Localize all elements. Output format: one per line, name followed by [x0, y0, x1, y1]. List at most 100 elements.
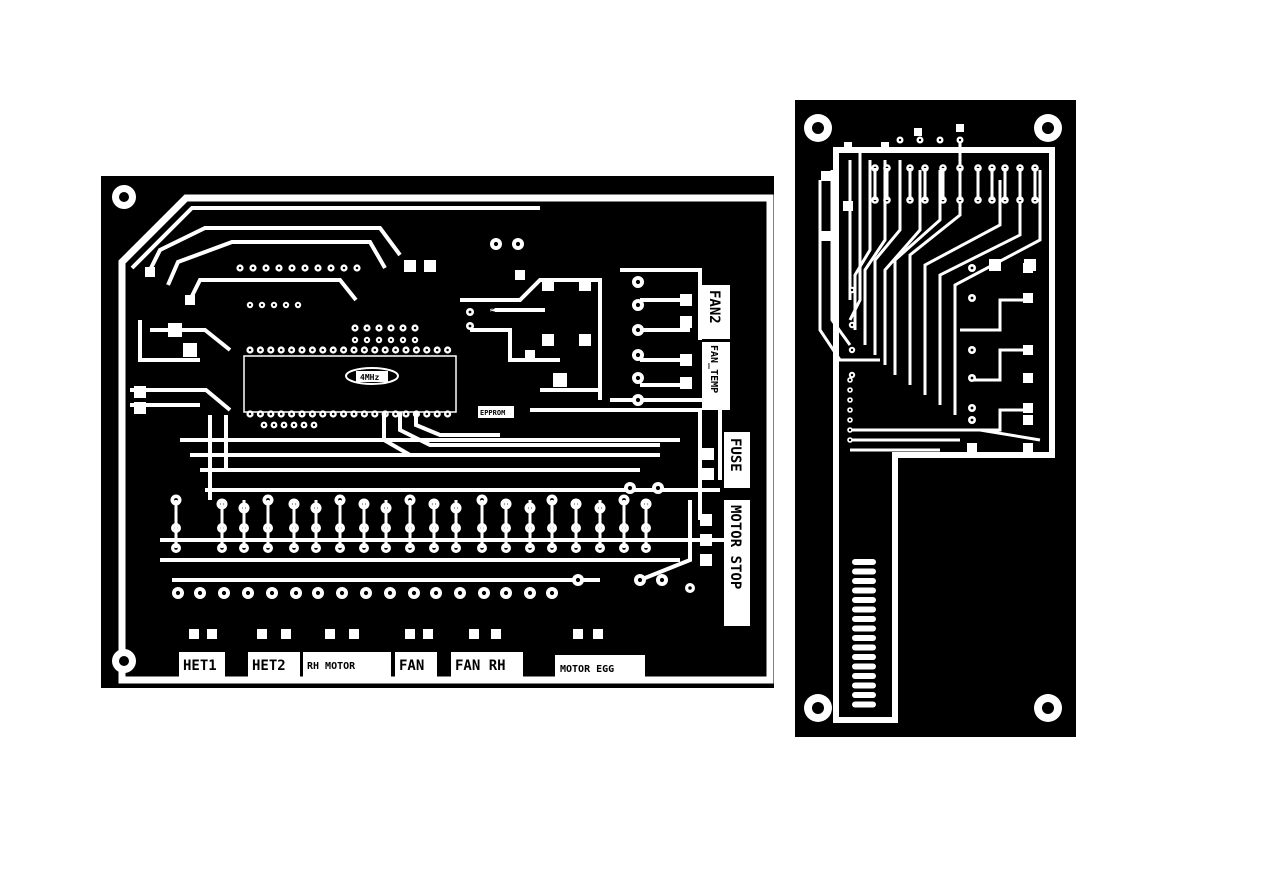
drill-hole: [850, 348, 854, 352]
connector-label-rh-motor: RH MOTOR: [307, 661, 356, 672]
drill-hole: [848, 428, 852, 432]
drill-hole: [389, 326, 393, 330]
drill-hole: [259, 412, 262, 416]
drill-hole: [251, 266, 255, 270]
drill-hole: [848, 408, 852, 412]
square-pad: [702, 448, 714, 460]
drill-hole: [248, 348, 252, 352]
drill-hole: [302, 423, 306, 427]
square-pad: [491, 629, 501, 639]
drill-hole: [342, 412, 345, 416]
drill-hole: [848, 398, 852, 402]
drill-hole: [387, 590, 393, 596]
display-board-phone: 01008599611: [984, 510, 1003, 616]
square-pad: [680, 294, 692, 306]
drill-hole: [938, 138, 942, 142]
drill-hole: [363, 348, 366, 352]
square-pad: [881, 142, 889, 150]
drill-hole: [279, 348, 283, 352]
mounting-hole: [1034, 694, 1062, 722]
drill-hole: [331, 412, 335, 416]
square-pad: [553, 373, 567, 387]
drill-hole: [850, 373, 854, 377]
drill-hole: [353, 338, 357, 342]
drill-hole: [248, 412, 252, 416]
drill-hole: [290, 348, 293, 352]
drill-hole: [446, 348, 449, 352]
square-pad: [573, 629, 583, 639]
lcd-pin-pad: [852, 578, 876, 584]
drill-hole: [339, 590, 345, 596]
drill-hole: [197, 590, 203, 596]
display-pads: [821, 124, 1039, 453]
drill-hole: [290, 412, 293, 416]
drill-hole: [311, 412, 314, 416]
board-phone: 01008599611: [568, 231, 654, 246]
header-pads: [134, 238, 591, 429]
drill-hole: [425, 348, 429, 352]
square-pad: [680, 377, 692, 389]
drill-hole: [970, 376, 974, 380]
connector-label-motor-stop: MOTOR STOP: [727, 505, 743, 589]
drill-hole: [970, 418, 974, 422]
drill-hole: [918, 138, 922, 142]
lcd-pin-pad: [852, 682, 876, 689]
mounting-hole: [804, 114, 832, 142]
square-pad: [404, 260, 416, 272]
drill-hole: [259, 348, 262, 352]
drill-hole: [269, 412, 273, 416]
square-pad: [680, 316, 692, 328]
display-traces: [818, 140, 1042, 452]
drill-hole: [970, 406, 974, 410]
square-pad: [145, 267, 155, 277]
square-pad: [579, 334, 591, 346]
drill-hole: [262, 423, 266, 427]
square-pad: [702, 468, 714, 480]
drill-hole: [394, 348, 397, 352]
drill-hole: [272, 303, 276, 307]
drill-hole: [848, 438, 852, 442]
drill-hole: [688, 586, 692, 590]
mounting-hole: [112, 185, 136, 209]
square-pad: [423, 629, 433, 639]
drill-hole: [413, 338, 417, 342]
lcd-pin-pad: [852, 625, 876, 632]
drill-hole: [850, 323, 854, 327]
drill-hole: [248, 303, 252, 307]
drill-hole: [394, 412, 397, 416]
square-pad: [424, 260, 436, 272]
drill-hole: [493, 241, 499, 247]
sensor-label-minus: -: [467, 292, 478, 298]
lcd-pin-pad: [852, 587, 876, 594]
drill-hole: [221, 590, 227, 596]
lcd-pin-pad: [852, 701, 876, 708]
square-pad: [207, 629, 217, 639]
drill-hole: [655, 485, 661, 491]
drill-hole: [377, 338, 381, 342]
square-pad: [956, 124, 964, 132]
drill-hole: [457, 590, 463, 596]
square-pad: [700, 554, 712, 566]
drill-hole: [627, 485, 633, 491]
lcd-pin-pad: [852, 663, 876, 670]
square-pad: [680, 354, 692, 366]
square-pad: [1023, 415, 1033, 425]
drill-hole: [549, 590, 555, 596]
drill-hole: [503, 590, 509, 596]
square-pad: [1023, 373, 1033, 383]
drill-hole: [296, 303, 300, 307]
drill-hole: [433, 590, 439, 596]
square-pad: [1023, 403, 1033, 413]
lcd-pin-pad: [852, 597, 876, 603]
drill-hole: [269, 348, 273, 352]
drill-hole: [175, 590, 181, 596]
drill-hole: [515, 241, 521, 247]
square-pad: [821, 231, 831, 241]
drill-hole: [404, 412, 408, 416]
drill-hole: [290, 266, 294, 270]
drill-hole: [272, 423, 276, 427]
drill-hole: [342, 266, 346, 270]
drill-hole: [481, 590, 487, 596]
drill-hole: [425, 412, 429, 416]
drill-hole: [282, 423, 286, 427]
